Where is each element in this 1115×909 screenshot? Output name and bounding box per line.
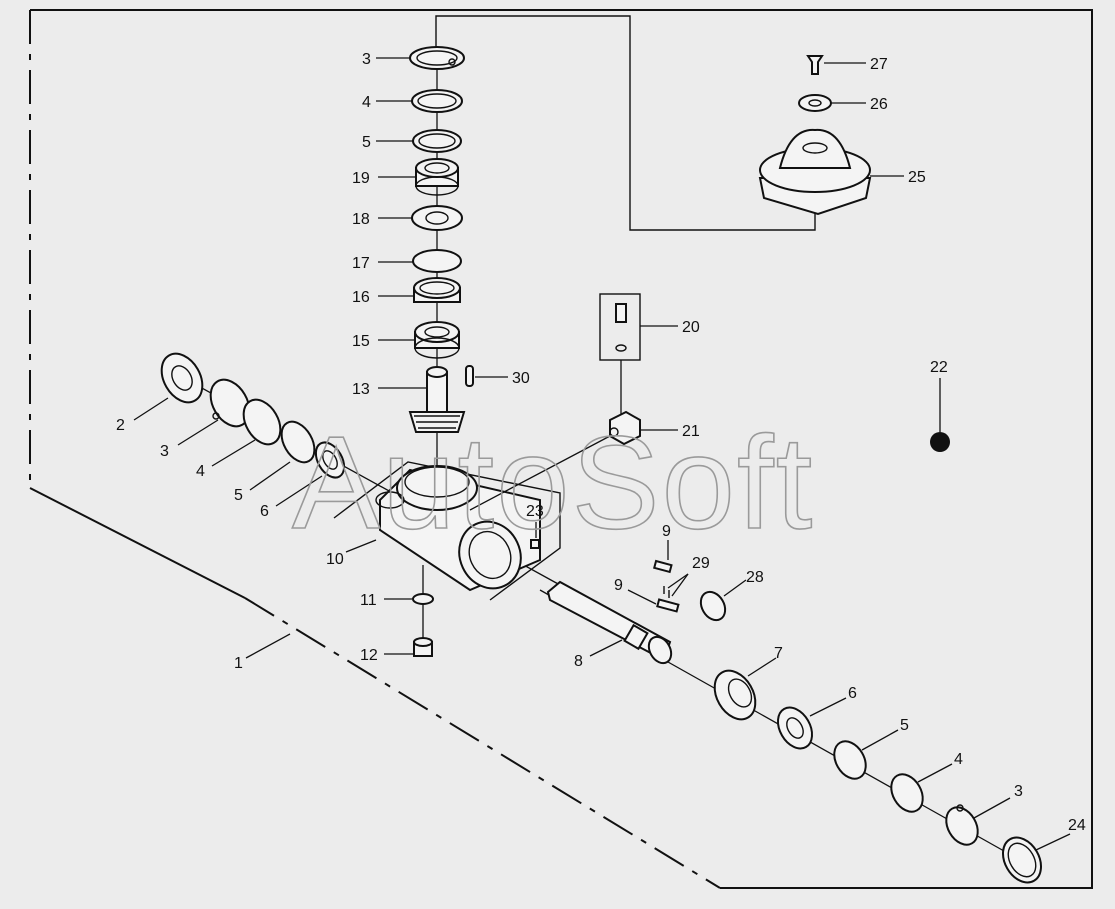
- callout-3-left: 3: [160, 443, 169, 460]
- callout-24: 24: [1068, 817, 1086, 834]
- callout-9-top: 9: [662, 523, 671, 540]
- part-4-shim-right: [890, 773, 924, 813]
- part-11-washer: [412, 593, 434, 605]
- callout-22: 22: [930, 359, 948, 376]
- callout-29: 29: [692, 555, 710, 572]
- part-17-o-ring: [412, 249, 462, 273]
- callout-12: 12: [360, 647, 378, 664]
- watermark-text: AutoSoft: [292, 409, 814, 556]
- callout-6-right: 6: [848, 685, 857, 702]
- callout-3-top: 3: [362, 51, 371, 68]
- callout-16: 16: [352, 289, 370, 306]
- callout-18: 18: [352, 211, 370, 228]
- callout-6-left: 6: [260, 503, 269, 520]
- callout-8: 8: [574, 653, 583, 670]
- callout-labels: 3 4 5 19 18 17 16 15 13 30 20 21 22 27 2…: [116, 51, 1086, 834]
- callout-2: 2: [116, 417, 125, 434]
- callout-23: 23: [526, 503, 544, 520]
- callout-13: 13: [352, 381, 370, 398]
- callout-9-bottom: 9: [614, 577, 623, 594]
- part-15-bearing: [414, 321, 460, 359]
- callout-5-top: 5: [362, 134, 371, 151]
- part-12-drain-plug: [413, 637, 433, 657]
- callout-3-right: 3: [1014, 783, 1023, 800]
- callout-4-top: 4: [362, 94, 371, 111]
- part-22-dot: [930, 432, 950, 452]
- part-3-snap-ring-top: [409, 46, 465, 70]
- part-5-shim-right: [833, 740, 867, 780]
- cover-link-line: [435, 15, 816, 231]
- part-27-screw: [806, 55, 824, 75]
- fitting-link: [469, 435, 611, 511]
- part-5-shim-top: [412, 129, 462, 153]
- part-18-spacer: [411, 205, 463, 231]
- callout-30: 30: [512, 370, 530, 387]
- callout-21: 21: [682, 423, 700, 440]
- callout-7: 7: [774, 645, 783, 662]
- part-24-seal: [1002, 836, 1042, 884]
- part-7-bevel-gear: [713, 669, 757, 721]
- part-23-plug: [530, 539, 540, 549]
- part-4-shim-left: [242, 398, 282, 446]
- part-30-key: [465, 365, 474, 387]
- part-13-pinion-gear: [408, 366, 466, 433]
- callout-20: 20: [682, 319, 700, 336]
- part-6-bearing-left: [314, 441, 346, 479]
- part-6-bearing-right: [776, 706, 814, 750]
- callout-26: 26: [870, 96, 888, 113]
- part-29-pins: [663, 586, 670, 598]
- part-2-seal: [160, 352, 204, 404]
- callout-11: 11: [360, 592, 377, 609]
- part-8-output-shaft: [546, 580, 673, 665]
- leader-lines: [133, 57, 1071, 851]
- callout-5-left: 5: [234, 487, 243, 504]
- part-5-shim-left: [280, 420, 316, 464]
- callout-15: 15: [352, 333, 370, 350]
- part-28-snap-ring: [699, 590, 727, 622]
- callout-25: 25: [908, 169, 926, 186]
- part-26-washer: [798, 94, 832, 112]
- part-9-key-b: [656, 598, 680, 613]
- part-25-cover: [758, 128, 872, 216]
- part-9-key-a: [653, 559, 673, 574]
- callout-4-left: 4: [196, 463, 205, 480]
- callout-10: 10: [326, 551, 344, 568]
- part-3-snap-ring-left: [209, 378, 251, 428]
- part-4-shim-top: [411, 89, 463, 113]
- callout-28: 28: [746, 569, 764, 586]
- callout-19: 19: [352, 170, 370, 187]
- part-10-gearbox-housing: [333, 461, 561, 601]
- callout-27: 27: [870, 56, 888, 73]
- part-3-snap-ring-right: [945, 804, 979, 846]
- callout-5-right: 5: [900, 717, 909, 734]
- part-20-grease-fitting-box: [599, 293, 641, 361]
- part-16-bearing-race: [413, 277, 461, 303]
- callout-1: 1: [234, 655, 243, 672]
- assembly-frame: [29, 9, 1093, 889]
- callout-17: 17: [352, 255, 370, 272]
- callout-4-right: 4: [954, 751, 963, 768]
